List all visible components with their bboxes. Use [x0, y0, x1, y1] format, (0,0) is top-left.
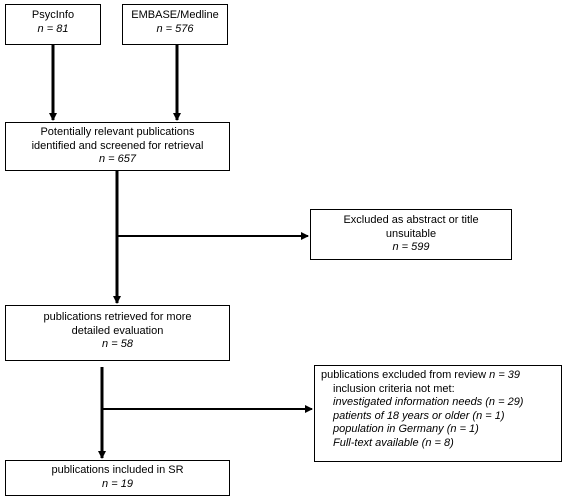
exclusion-reason-item: Full-text available (n = 8) [333, 436, 454, 449]
screened-box: Potentially relevant publications identi… [5, 122, 230, 171]
excluded-review-box: publications excluded from review n = 39… [314, 365, 562, 462]
screened-count: n = 657 [98, 153, 136, 165]
retrieved-line2: detailed evaluation [71, 324, 164, 337]
excluded-abstract-box: Excluded as abstract or title unsuitable… [310, 209, 512, 260]
excluded-review-heading: publications excluded from review n = 39 [321, 369, 561, 383]
exclusion-reason-item: population in Germany (n = 1) [333, 423, 479, 435]
retrieved-line1: publications retrieved for more [43, 311, 192, 323]
exclusion-reason-item: patients of 18 years or older (n = 1) [333, 409, 505, 422]
included-count: n = 19 [102, 477, 133, 490]
exclusion-reason-item: investigated information needs (n = 29) [333, 396, 524, 408]
excluded-review-count: n = 39 [489, 369, 521, 381]
excluded-review-heading-text: publications excluded from review [321, 369, 490, 381]
embase-box: EMBASE/Medline n = 576 [122, 4, 228, 45]
screened-line1: Potentially relevant publications [40, 126, 195, 138]
screened-line2: identified and screened for retrieval [31, 139, 204, 152]
psycinfo-title: PsycInfo [31, 9, 75, 21]
psycinfo-box: PsycInfo n = 81 [5, 4, 101, 45]
excluded-review-subheading: inclusion criteria not met: [333, 382, 455, 395]
excluded-abstract-line1: Excluded as abstract or title [343, 214, 479, 226]
psycinfo-count: n = 81 [37, 22, 69, 35]
excluded-abstract-count: n = 599 [392, 241, 430, 253]
excluded-abstract-line2: unsuitable [385, 227, 437, 240]
included-box: publications included in SR n = 19 [5, 460, 230, 496]
embase-title: EMBASE/Medline [131, 9, 219, 21]
included-title: publications included in SR [51, 464, 184, 476]
embase-count: n = 576 [156, 22, 194, 35]
retrieved-count: n = 58 [102, 338, 133, 350]
retrieved-box: publications retrieved for more detailed… [5, 305, 230, 361]
